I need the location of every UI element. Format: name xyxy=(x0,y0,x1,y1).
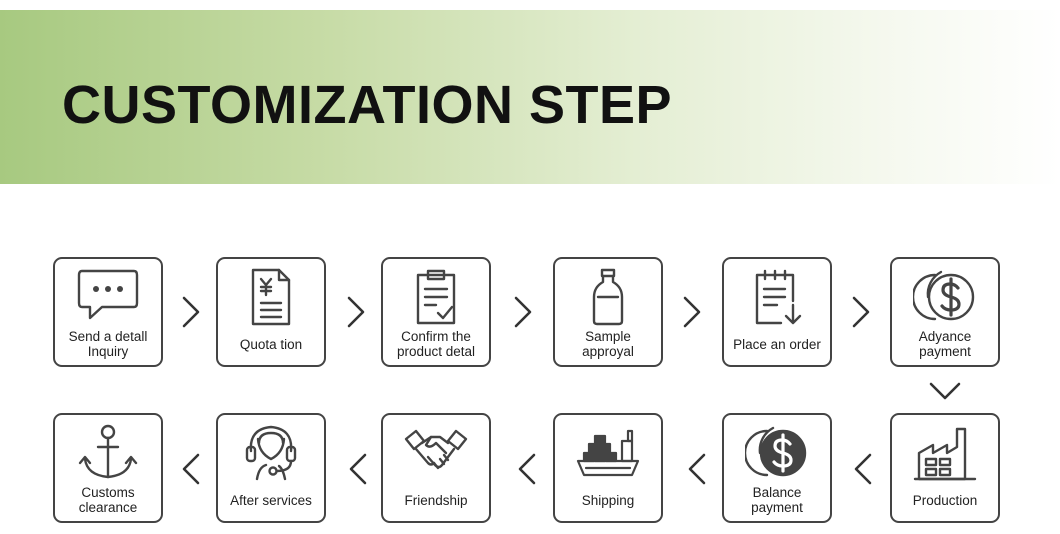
step-balance-payment: Balance payment xyxy=(722,413,832,523)
step-label: Friendship xyxy=(404,492,468,508)
order-list-icon xyxy=(755,269,802,325)
arrow-left-icon xyxy=(349,453,367,485)
step-quotation: Quota tion xyxy=(216,257,326,367)
step-after-services: After services xyxy=(216,413,326,523)
cargo-ship-icon xyxy=(576,429,640,477)
arrow-left-icon xyxy=(688,453,706,485)
arrow-right-icon xyxy=(514,296,532,328)
arrow-left-icon xyxy=(182,453,200,485)
arrow-right-icon xyxy=(182,296,200,328)
step-label: Balance payment xyxy=(751,485,803,515)
page-title: CUSTOMIZATION STEP xyxy=(62,75,673,135)
step-sample-approval: Sample approyal xyxy=(553,257,663,367)
header-banner: CUSTOMIZATION STEP xyxy=(0,10,1060,184)
arrow-down-icon xyxy=(929,382,961,400)
step-label: Shipping xyxy=(581,492,635,508)
step-friendship: Friendship xyxy=(381,413,491,523)
step-label: Customs clearance xyxy=(78,485,138,515)
step-customs-clearance: Customs clearance xyxy=(53,413,163,523)
step-label: Quota tion xyxy=(239,336,303,352)
arrow-right-icon xyxy=(347,296,365,328)
step-label: Adyance payment xyxy=(918,329,972,359)
step-place-order: Place an order xyxy=(722,257,832,367)
yen-document-icon xyxy=(251,268,291,326)
headset-support-icon xyxy=(245,425,297,481)
step-production: Production xyxy=(890,413,1000,523)
step-label: After services xyxy=(230,492,312,508)
step-label: Send a detall Inquiry xyxy=(68,329,148,359)
step-label: Confirm the product detal xyxy=(396,329,476,359)
step-advance-payment: Adyance payment xyxy=(890,257,1000,367)
clipboard-check-icon xyxy=(416,269,456,325)
chat-bubble-icon xyxy=(77,269,139,320)
dollar-coins-icon xyxy=(913,270,975,321)
step-label: Place an order xyxy=(733,336,821,352)
step-label: Sample approyal xyxy=(582,329,634,359)
bottle-icon xyxy=(592,268,624,326)
anchor-icon xyxy=(78,424,138,479)
step-shipping: Shipping xyxy=(553,413,663,523)
factory-icon xyxy=(913,427,977,481)
arrow-left-icon xyxy=(854,453,872,485)
step-send-inquiry: Send a detall Inquiry xyxy=(53,257,163,367)
arrow-right-icon xyxy=(683,296,701,328)
arrow-right-icon xyxy=(852,296,870,328)
step-confirm-detail: Confirm the product detal xyxy=(381,257,491,367)
step-label: Production xyxy=(912,492,978,508)
dollar-coins-filled-icon xyxy=(745,426,807,477)
arrow-left-icon xyxy=(518,453,536,485)
handshake-icon xyxy=(404,429,468,470)
